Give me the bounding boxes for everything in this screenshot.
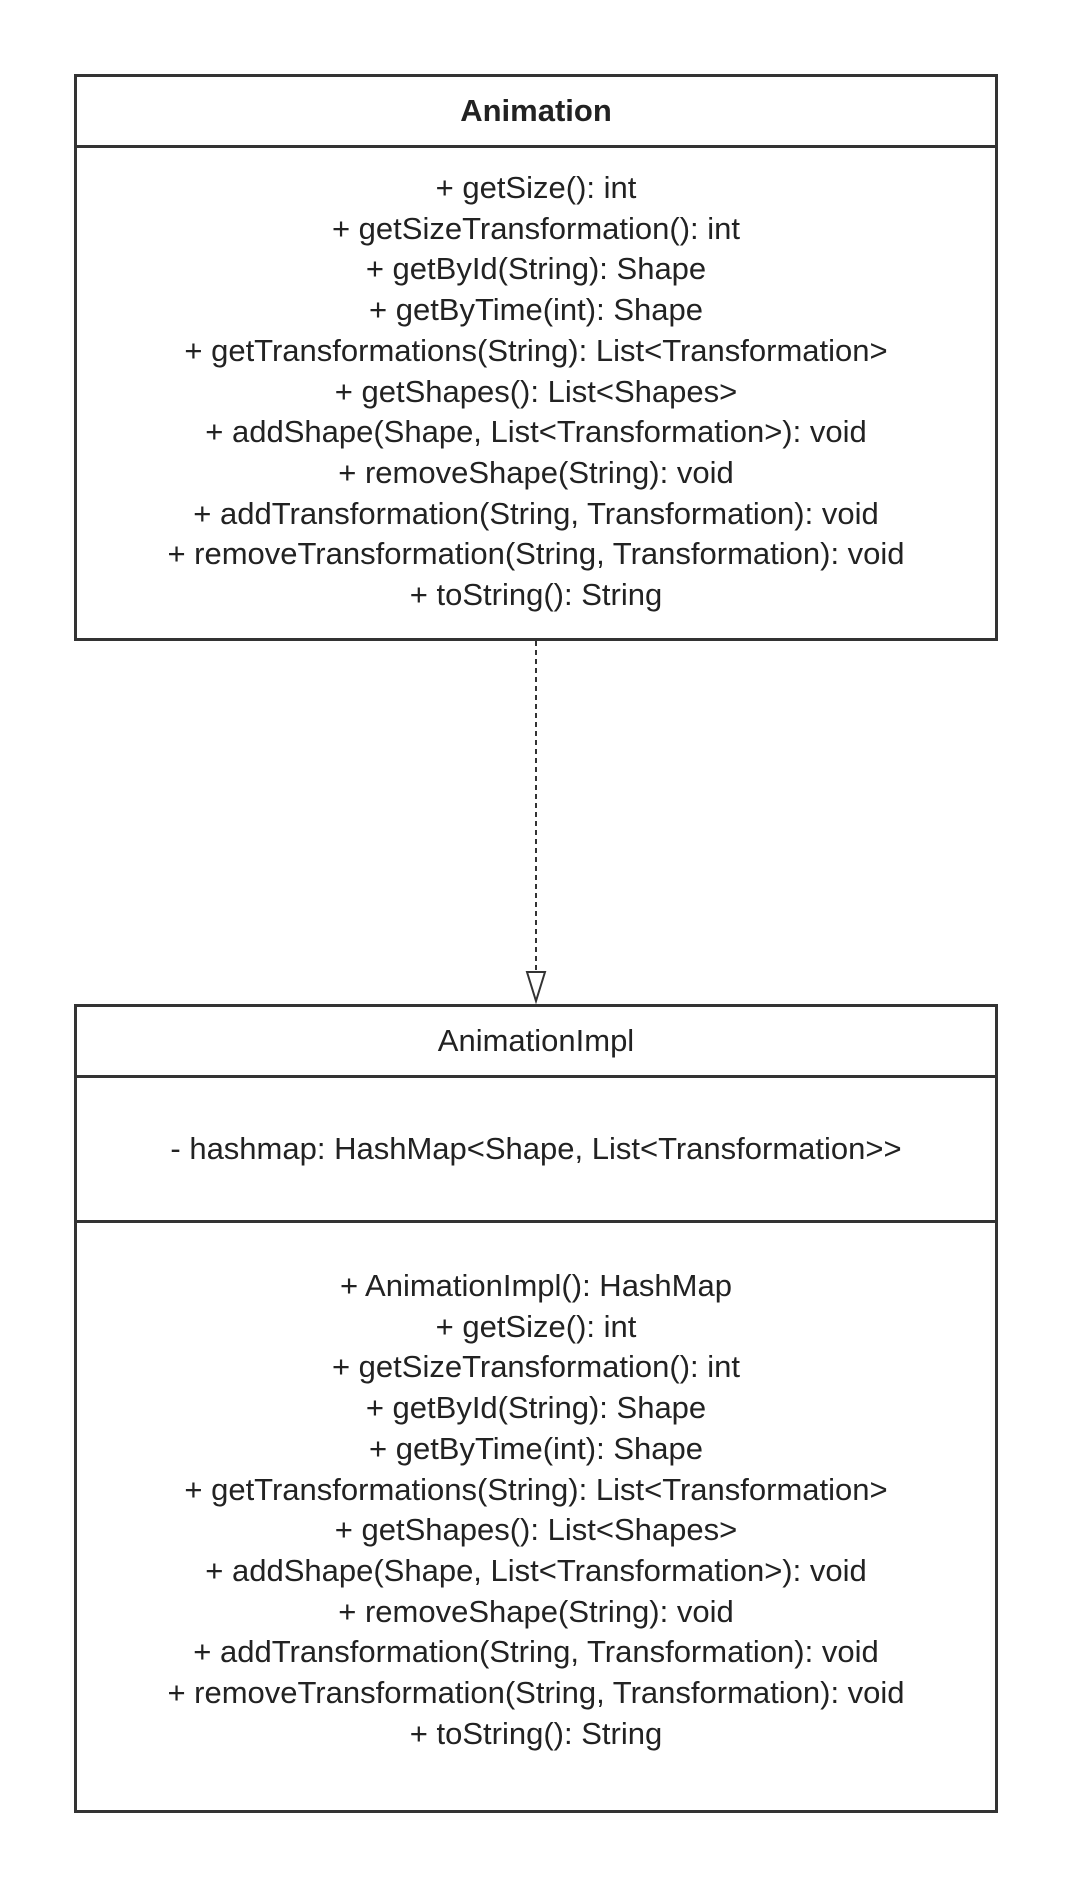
method-entry: + removeTransformation(String, Transform… (167, 536, 905, 572)
animation-impl-methods-compartment: + AnimationImpl(): HashMap + getSize(): … (77, 1223, 995, 1754)
method-entry: + getTransformations(String): List<Trans… (184, 332, 888, 368)
animation-interface-class[interactable]: Animation + getSize(): int + getSizeTran… (74, 74, 998, 641)
method-entry: + getByTime(int): Shape (369, 292, 703, 328)
method-entry: + removeTransformation(String, Transform… (167, 1675, 905, 1711)
method-entry: + addTransformation(String, Transformati… (193, 495, 879, 531)
method-entry: + getSizeTransformation(): int (331, 210, 741, 246)
animation-class-name: Animation (77, 77, 995, 148)
method-entry: + addShape(Shape, List<Transformation>):… (205, 414, 867, 450)
realization-arrowhead-icon (525, 971, 547, 1005)
method-entry: + getSize(): int (435, 1308, 637, 1344)
animation-impl-class-name: AnimationImpl (77, 1007, 995, 1078)
method-entry: + getTransformations(String): List<Trans… (184, 1471, 888, 1507)
method-entry: + AnimationImpl(): HashMap (340, 1268, 732, 1303)
method-entry: + getByTime(int): Shape (369, 1430, 703, 1466)
method-entry: + toString(): String (409, 577, 663, 613)
animation-methods-compartment: + getSize(): int + getSizeTransformation… (77, 148, 995, 616)
method-entry: + removeShape(String): void (338, 454, 734, 490)
attribute-entry: - hashmap: HashMap<Shape, List<Transform… (170, 1131, 902, 1166)
method-entry: + getById(String): Shape (365, 251, 707, 287)
method-entry: + addTransformation(String, Transformati… (193, 1634, 879, 1670)
method-entry: + getById(String): Shape (365, 1390, 707, 1426)
method-entry: + toString(): String (409, 1715, 663, 1751)
animation-impl-class[interactable]: AnimationImpl - hashmap: HashMap<Shape, … (74, 1004, 998, 1813)
method-entry: + removeShape(String): void (338, 1593, 734, 1629)
method-entry: + getShapes(): List<Shapes> (334, 1512, 738, 1548)
animation-impl-attributes-compartment: - hashmap: HashMap<Shape, List<Transform… (77, 1078, 995, 1223)
method-entry: + getSize(): int (435, 170, 637, 205)
method-entry: + addShape(Shape, List<Transformation>):… (205, 1552, 867, 1588)
method-entry: + getSizeTransformation(): int (331, 1349, 741, 1385)
method-entry: + getShapes(): List<Shapes> (334, 373, 738, 409)
